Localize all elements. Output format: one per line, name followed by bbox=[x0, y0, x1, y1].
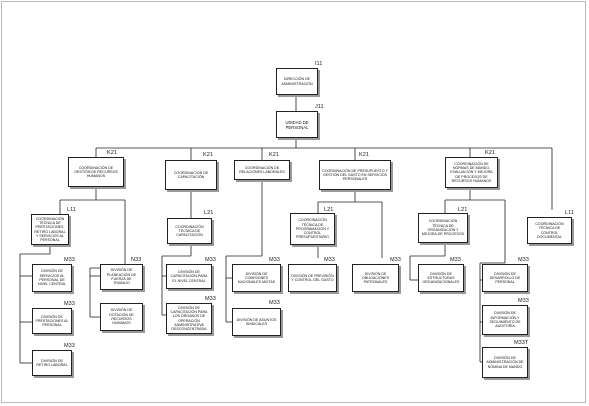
node-div-obligaciones-patronales: DIVISIÓN DE OBLIGACIONES PATRONALES bbox=[352, 264, 399, 292]
node-code-c-gestion: K21 bbox=[107, 150, 117, 156]
node-div-cap-desconcentrada: DIVISIÓN DE CAPACITACIÓN PARA LOS ÓRGANO… bbox=[166, 303, 212, 334]
node-code-d-planea: N33 bbox=[131, 257, 142, 263]
node-code-d-info: M33 bbox=[518, 298, 529, 304]
node-code-c-presup: K21 bbox=[359, 152, 369, 158]
node-unidad-personal: UNIDAD DE PERSONAL bbox=[276, 111, 318, 138]
node-coord-normas-mando: COORDINACIÓN DE NORMAS DE MANDO, EVALUAC… bbox=[445, 157, 498, 188]
node-div-info-auditoria: DIVISIÓN DE INFORMACIÓN Y SEGUIMIENTO DE… bbox=[482, 305, 528, 335]
node-div-prevision-gasto: DIVISIÓN DE PREVISIÓN Y CONTROL DEL GAST… bbox=[288, 264, 337, 292]
node-code-d-asunt: M33 bbox=[269, 300, 280, 306]
node-code-ct-presup: L21 bbox=[324, 207, 334, 213]
node-code-d-previs: M33 bbox=[324, 257, 335, 263]
node-coord-tec-control-documental: COORDINACIÓN TÉCNICA DE CONTROL DOCUMENT… bbox=[527, 217, 572, 244]
node-code-c-relac: K21 bbox=[269, 152, 279, 158]
node-direccion-administracion: DIRECCIÓN DE ADMINISTRACIÓN bbox=[276, 68, 318, 95]
node-code-d-serv: M33 bbox=[64, 257, 75, 263]
node-coord-presupuesto: COORDINACIÓN DE PRESUPUESTO Y GESTIÓN DE… bbox=[319, 160, 391, 190]
node-coord-relaciones-laborales: COORDINACIÓN DE RELACIONES LABORALES bbox=[234, 160, 290, 180]
node-code-ct-capac: L21 bbox=[204, 210, 214, 216]
node-code-d-estruc: M33 bbox=[450, 257, 461, 263]
node-code-d-prest: M33 bbox=[64, 301, 75, 307]
node-code-ct-doc: L11 bbox=[565, 210, 574, 216]
node-div-asuntos-sindicales: DIVISIÓN DE ASUNTOS SINDICALES bbox=[232, 308, 281, 336]
node-code-ct-estruc: L21 bbox=[458, 207, 468, 213]
node-div-servicios-personal: DIVISIÓN DE SERVICIOS AL PERSONAL DE NIV… bbox=[32, 264, 72, 292]
node-div-prestaciones: DIVISIÓN DE PRESTACIONES AL PERSONAL bbox=[32, 308, 72, 334]
node-coord-tec-capacitacion: COORDINACIÓN TÉCNICA DE CAPACITACIÓN bbox=[167, 218, 212, 244]
node-code-c-normas: K21 bbox=[485, 150, 495, 156]
node-div-planeacion: DIVISIÓN DE PLANEACIÓN DE FUERZA DE TRAB… bbox=[100, 264, 143, 290]
node-div-nomina-mando: DIVISIÓN DE ADMINISTRACIÓN DE NÓMINA DE … bbox=[482, 347, 528, 378]
node-code-ct-prest: L11 bbox=[67, 207, 76, 213]
node-div-dotacion: DIVISIÓN DE DOTACIÓN DE RECURSOS HUMANOS bbox=[100, 303, 143, 331]
node-code-d-obliga: M33 bbox=[390, 257, 401, 263]
node-code-d-capdesc: M33 bbox=[205, 296, 216, 302]
node-div-comisiones-mixtas: DIVISIÓN DE COMISIONES NACIONALES MIXTAS bbox=[232, 264, 281, 292]
node-code-d-comis: M33 bbox=[269, 257, 280, 263]
node-code-d-desarr: M33 bbox=[518, 257, 529, 263]
node-coord-capacitacion: COORDINACIÓN DE CAPACITACIÓN bbox=[165, 160, 217, 190]
node-code-c-capac: K21 bbox=[203, 152, 213, 158]
node-code-dir: I11 bbox=[315, 61, 323, 67]
node-coord-tec-prestaciones: COORDINACIÓN TÉCNICA DE PRESTACIONES, RE… bbox=[31, 214, 69, 245]
node-coord-tec-programacion: COORDINACIÓN TÉCNICA DE PROGRAMACIÓN Y C… bbox=[290, 213, 335, 245]
node-code-d-retiro: M33 bbox=[64, 343, 75, 349]
node-code-unidad: J11 bbox=[315, 104, 324, 110]
node-code-d-capnc: M33 bbox=[205, 257, 216, 263]
node-coord-gestion-rh: COORDINACIÓN DE GESTIÓN DE RECURSOS HUMA… bbox=[68, 157, 124, 187]
node-div-cap-nivel-central: DIVISIÓN DE CAPACITACIÓN PARA EL NIVEL C… bbox=[166, 264, 212, 289]
node-div-estructuras: DIVISIÓN DE ESTRUCTURAS ORGANIZACIONALES bbox=[418, 264, 464, 292]
node-coord-tec-organizacion: COORDINACIÓN TÉCNICA DE ORGANIZACIÓN Y M… bbox=[418, 213, 468, 243]
node-div-desarrollo-personal: DIVISIÓN DE DESARROLLO DE PERSONAL bbox=[482, 264, 528, 292]
node-code-d-admin: M33T bbox=[514, 340, 529, 346]
node-div-retiro-laboral: DIVISIÓN DE RETIRO LABORAL bbox=[32, 350, 72, 376]
